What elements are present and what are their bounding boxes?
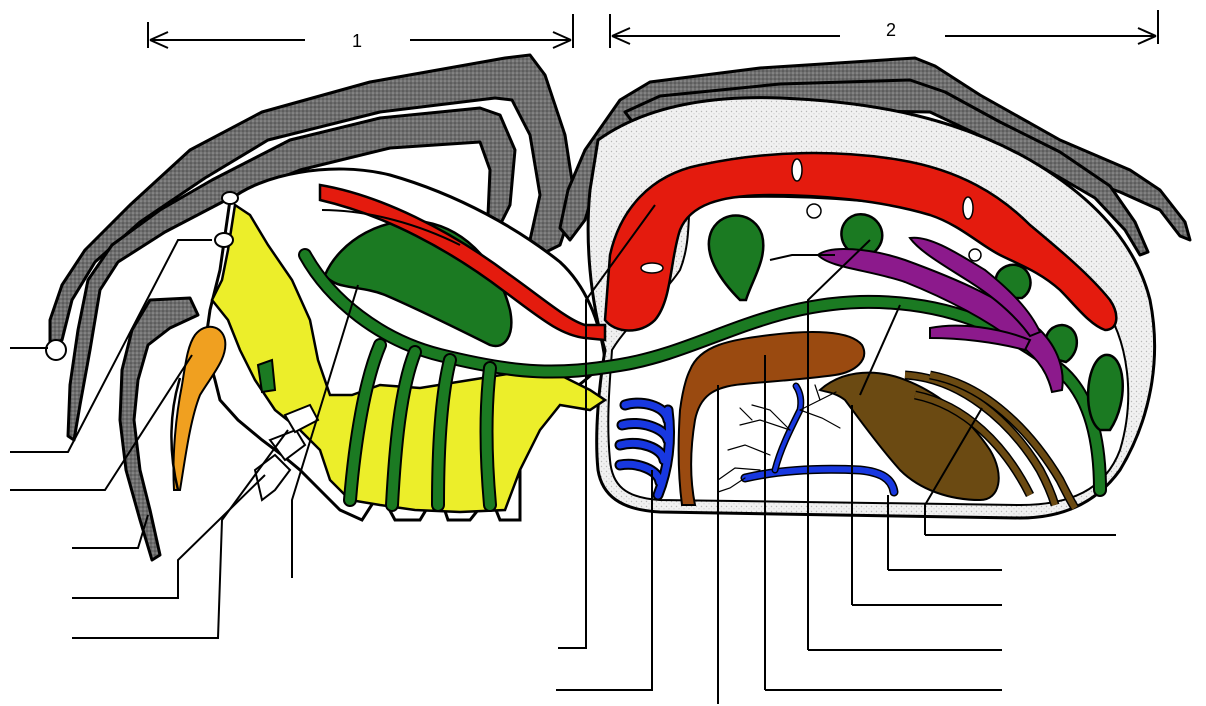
chelicera — [171, 327, 225, 490]
region-1-label: 1 — [352, 31, 362, 51]
leader-line-5 — [72, 475, 265, 598]
pharynx — [258, 360, 275, 392]
region-1-bracket: 1 — [148, 14, 573, 51]
leader-line-4 — [72, 515, 148, 548]
leader-line-3 — [10, 355, 192, 490]
region-2-label: 2 — [886, 20, 896, 40]
region-2-bracket: 2 — [610, 10, 1158, 48]
